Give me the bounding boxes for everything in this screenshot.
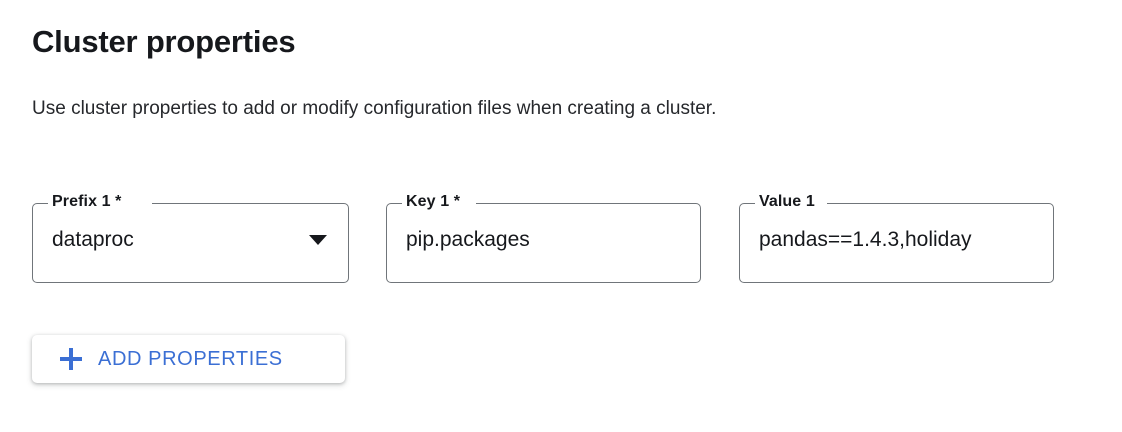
property-row: Prefix 1 * dataproc Key 1 * pip.packages… xyxy=(32,193,1092,285)
key-field-value[interactable]: pip.packages xyxy=(406,228,530,251)
chevron-down-icon[interactable] xyxy=(309,235,327,245)
plus-icon xyxy=(60,348,82,370)
value-field-label: Value 1 xyxy=(759,193,815,210)
value-field-value[interactable]: pandas==1.4.3,holiday xyxy=(759,228,972,251)
field-notch xyxy=(755,202,827,205)
prefix-field-value[interactable]: dataproc xyxy=(52,228,134,251)
prefix-field-label: Prefix 1 * xyxy=(52,193,122,210)
prefix-select-field[interactable]: Prefix 1 * dataproc xyxy=(32,193,349,283)
value-text-field[interactable]: Value 1 pandas==1.4.3,holiday xyxy=(739,193,1054,283)
key-text-field[interactable]: Key 1 * pip.packages xyxy=(386,193,701,283)
page-subtitle: Use cluster properties to add or modify … xyxy=(32,98,717,119)
field-notch xyxy=(48,202,152,205)
key-field-label: Key 1 * xyxy=(406,193,461,210)
field-notch xyxy=(402,202,476,205)
add-properties-button[interactable]: ADD PROPERTIES xyxy=(32,335,345,383)
page-title: Cluster properties xyxy=(32,24,296,59)
add-properties-label: ADD PROPERTIES xyxy=(98,347,283,370)
